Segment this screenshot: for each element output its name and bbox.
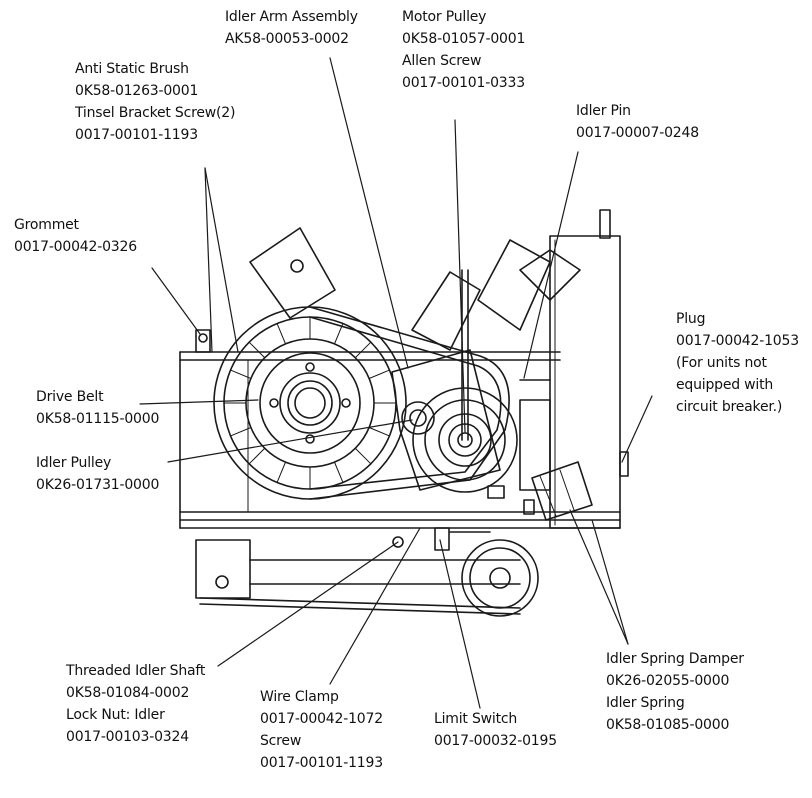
label-wire-clamp: Wire Clamp 0017-00042-1072 Screw 0017-00… (260, 686, 383, 774)
pulley-spoke (276, 461, 287, 483)
label-part: 0K58-01115-0000 (36, 411, 160, 427)
label-part-2: 0K58-01085-0000 (606, 717, 730, 733)
label-idler-pulley: Idler Pulley 0K26-01731-0000 (36, 452, 159, 496)
idler-arm (391, 349, 501, 491)
label-part: 0K26-02055-0000 (606, 673, 730, 689)
label-name-2: Allen Screw (402, 53, 482, 69)
lower-bracket (195, 527, 521, 615)
plug-part (619, 451, 629, 477)
label-name: Drive Belt (36, 389, 104, 405)
motor-housing (411, 209, 621, 529)
label-part: AK58-00053-0002 (225, 31, 349, 47)
pulley-spoke (368, 369, 390, 380)
label-name: Idler Spring Damper (606, 651, 744, 667)
label-idler-spring-damper: Idler Spring Damper 0K26-02055-0000 Idle… (606, 648, 744, 736)
label-name: Limit Switch (434, 711, 518, 727)
grommet-tab (195, 329, 211, 353)
label-name: Threaded Idler Shaft (66, 663, 206, 679)
label-name: Wire Clamp (260, 689, 339, 705)
limit-switch-wheel (461, 539, 539, 617)
label-limit-switch: Limit Switch 0017-00032-0195 (434, 708, 557, 752)
label-part-2: 0017-00103-0324 (66, 729, 189, 745)
label-name: Idler Arm Assembly (225, 9, 358, 25)
pulley-spoke (354, 341, 372, 359)
label-grommet: Grommet 0017-00042-0326 (14, 214, 137, 258)
frame-rails (179, 351, 621, 529)
pulley-spoke (354, 447, 372, 465)
pulley-spoke (230, 426, 252, 437)
bracket-upper-left (249, 227, 336, 319)
label-name-2: Idler Spring (606, 695, 685, 711)
label-name-2: Tinsel Bracket Screw(2) (75, 105, 236, 121)
pulley-spoke (276, 323, 287, 345)
label-name: Idler Pulley (36, 455, 112, 471)
label-drive-belt: Drive Belt 0K58-01115-0000 (36, 386, 159, 430)
idler-spring-damper (531, 461, 593, 521)
label-name-2: Screw (260, 733, 302, 749)
label-anti-static-brush: Anti Static Brush 0K58-01263-0001 Tinsel… (75, 58, 235, 146)
label-plug: Plug 0017-00042-1053 (For units not equi… (676, 308, 799, 418)
label-part: 0017-00042-0326 (14, 239, 137, 255)
label-name: Motor Pulley (402, 9, 487, 25)
label-threaded-idler-shaft: Threaded Idler Shaft 0K58-01084-0002 Loc… (66, 660, 205, 748)
label-note-2: equipped with (676, 377, 774, 393)
pulley-spoke (230, 369, 252, 380)
label-part: 0K58-01057-0001 (402, 31, 526, 47)
hinge-detail (487, 485, 535, 515)
label-name: Grommet (14, 217, 79, 233)
pulley-spoke (333, 461, 344, 483)
label-motor-pulley: Motor Pulley 0K58-01057-0001 Allen Screw… (402, 6, 525, 94)
label-part-2: 0017-00101-1193 (260, 755, 383, 771)
label-part: 0017-00042-1072 (260, 711, 383, 727)
leader-lines (139, 57, 653, 709)
label-part: 0K58-01263-0001 (75, 83, 199, 99)
label-part: 0017-00042-1053 (676, 333, 799, 349)
label-part-2: 0017-00101-1193 (75, 127, 198, 143)
label-name-2: Lock Nut: Idler (66, 707, 165, 723)
label-part: 0K26-01731-0000 (36, 477, 160, 493)
label-part: 0017-00007-0248 (576, 125, 699, 141)
drive-belt (309, 306, 510, 500)
label-part: 0017-00032-0195 (434, 733, 557, 749)
label-idler-arm-assembly: Idler Arm Assembly AK58-00053-0002 (225, 6, 358, 50)
label-part-2: 0017-00101-0333 (402, 75, 525, 91)
label-name: Plug (676, 311, 706, 327)
label-note-1: (For units not (676, 355, 767, 371)
pulley-spoke (248, 447, 266, 465)
label-note-3: circuit breaker.) (676, 399, 783, 415)
label-name: Anti Static Brush (75, 61, 189, 77)
label-part: 0K58-01084-0002 (66, 685, 190, 701)
pulley-spoke (368, 426, 390, 437)
label-name: Idler Pin (576, 103, 631, 119)
pulley-spoke (248, 341, 266, 359)
label-idler-pin: Idler Pin 0017-00007-0248 (576, 100, 699, 144)
